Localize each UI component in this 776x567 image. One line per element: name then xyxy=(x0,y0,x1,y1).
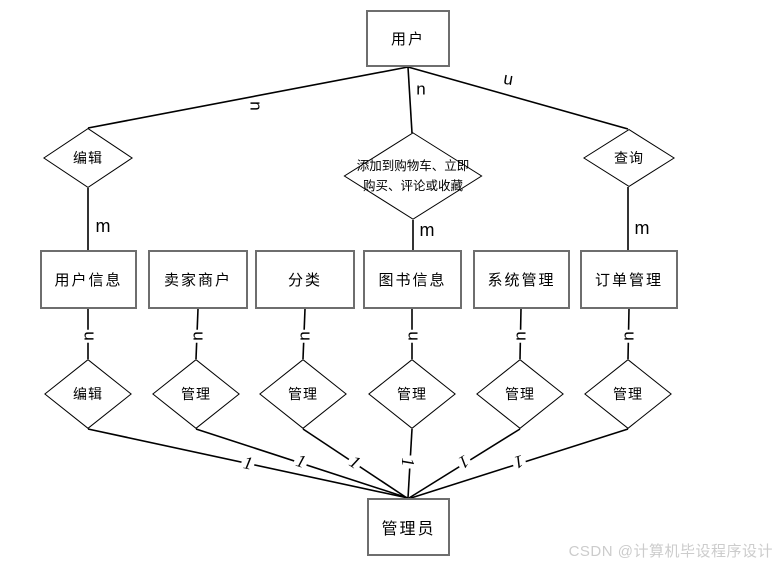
entity-book-info-label: 图书信息 xyxy=(378,272,447,289)
relation-query-label: 查询 xyxy=(614,150,644,166)
diamond-shape xyxy=(152,359,240,429)
entity-book-info: 图书信息 xyxy=(363,250,462,309)
entity-admin: 管理员 xyxy=(367,498,450,556)
cardinality-m-cart-bookinfo: m xyxy=(419,220,435,240)
relation-edit: 编辑 xyxy=(43,128,133,188)
cardinality-m-query-order: m xyxy=(634,218,650,238)
relation-admin-manage-1: 管理 xyxy=(152,359,240,429)
entity-user: 用户 xyxy=(366,10,450,67)
relation-admin-manage-2: 管理 xyxy=(259,359,347,429)
entity-system-management-label: 系统管理 xyxy=(487,272,556,289)
diamond-shape xyxy=(43,128,133,188)
relation-admin-edit: 编辑 xyxy=(44,359,132,429)
relation-cart-label: 添加到购物车、立即 购买、评论或收藏 xyxy=(356,159,470,193)
relation-cart-buy-comment-favorite: 添加到购物车、立即 购买、评论或收藏 xyxy=(343,132,483,220)
diamond-shape xyxy=(583,129,675,187)
cardinality-n-order-manage: n xyxy=(618,329,638,343)
relation-admin-edit-label: 编辑 xyxy=(73,386,103,402)
entity-user-label: 用户 xyxy=(390,31,425,48)
entity-seller-merchant: 卖家商户 xyxy=(148,250,248,309)
relation-admin-manage-2-label: 管理 xyxy=(288,386,318,402)
entity-order-management-label: 订单管理 xyxy=(594,272,663,289)
cardinality-n-seller-manage: n xyxy=(187,329,207,343)
cardinality-m-edit-userinfo: m xyxy=(95,216,111,236)
cardinality-n-user-cart: n xyxy=(416,79,426,99)
cardinality-n-system-manage: n xyxy=(510,329,530,343)
relation-admin-manage-1-label: 管理 xyxy=(181,386,211,402)
diamond-shape xyxy=(343,132,483,220)
entity-category: 分类 xyxy=(255,250,355,309)
relation-admin-manage-5: 管理 xyxy=(584,359,672,429)
cardinality-n-user-edit: n xyxy=(246,101,266,111)
relation-admin-manage-5-label: 管理 xyxy=(613,386,643,402)
cardinality-n-userinfo-edit: n xyxy=(78,329,98,343)
diamond-shape xyxy=(368,359,456,429)
entity-user-info: 用户信息 xyxy=(40,250,137,309)
entity-system-management: 系统管理 xyxy=(473,250,570,309)
relation-admin-manage-3: 管理 xyxy=(368,359,456,429)
cardinality-n-category-manage: n xyxy=(294,329,314,343)
relation-admin-manage-4: 管理 xyxy=(476,359,564,429)
cardinality-n-book-manage: n xyxy=(402,329,422,343)
diamond-shape xyxy=(584,359,672,429)
entity-category-label: 分类 xyxy=(287,272,322,289)
relation-edit-label: 编辑 xyxy=(73,150,103,166)
entity-order-management: 订单管理 xyxy=(580,250,678,309)
cardinality-1-manage3-admin: 1 xyxy=(398,455,418,469)
relation-query: 查询 xyxy=(583,129,675,187)
relation-admin-manage-3-label: 管理 xyxy=(397,386,427,402)
csdn-watermark: CSDN @计算机毕设程序设计 xyxy=(568,543,773,560)
diamond-shape xyxy=(44,359,132,429)
entity-user-info-label: 用户信息 xyxy=(54,272,123,289)
entity-seller-merchant-label: 卖家商户 xyxy=(163,272,232,289)
relation-admin-manage-4-label: 管理 xyxy=(505,386,535,402)
diamond-shape xyxy=(259,359,347,429)
diamond-shape xyxy=(476,359,564,429)
entity-admin-label: 管理员 xyxy=(381,521,436,538)
